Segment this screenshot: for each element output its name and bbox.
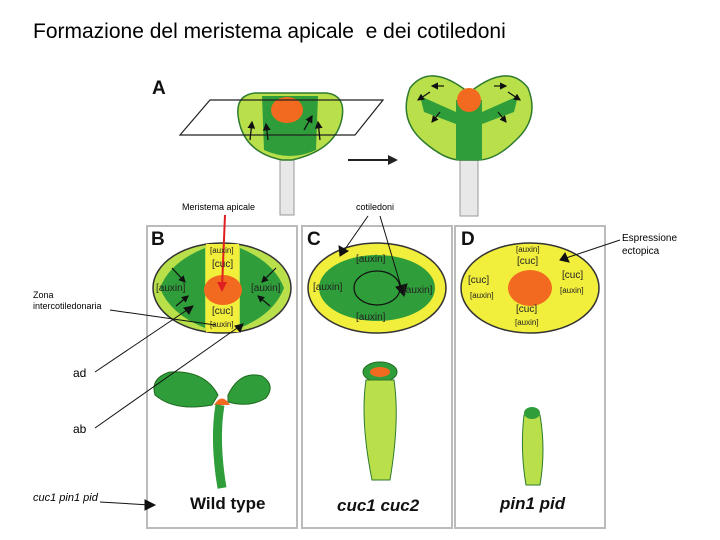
panel-b-cuc-top: [cuc] xyxy=(212,259,234,270)
panel-label-a: A xyxy=(152,78,166,99)
panel-label-d: D xyxy=(461,229,475,250)
panel-a-left-embryo xyxy=(178,92,385,216)
panel-d-auxin-left: [auxin] xyxy=(470,291,494,300)
caption-pin1-pid: pin1 pid xyxy=(500,494,566,513)
panel-d-cuc-left: [cuc] xyxy=(468,275,490,286)
label-genotype-left: cuc1 pin1 pid xyxy=(33,492,98,504)
panel-d-frame xyxy=(454,225,606,529)
panel-d-auxin-top: [auxin] xyxy=(516,245,540,254)
panel-d-auxin-bottom: [auxin] xyxy=(515,318,539,327)
panel-label-c: C xyxy=(307,229,321,250)
pointer-lines xyxy=(94,214,621,511)
panel-b-auxin-right: [auxin] xyxy=(251,283,281,294)
label-ad: ad xyxy=(73,366,87,380)
panel-b-frame xyxy=(146,225,298,529)
panel-a-right-embryo xyxy=(405,75,533,217)
panel-b-auxin-bottom: [auxin] xyxy=(210,320,234,329)
label-espressione-1: Espressione xyxy=(622,233,678,244)
panel-d-seedling xyxy=(521,407,544,486)
caption-cuc1-cuc2: cuc1 cuc2 xyxy=(337,496,420,515)
label-meristema-apicale: Meristema apicale xyxy=(182,202,256,212)
panel-a-transition-arrow xyxy=(348,155,398,165)
label-zona-2: intercotiledonaria xyxy=(33,301,102,311)
page-title: Formazione del meristema apicale e dei c… xyxy=(33,20,506,43)
label-cotiledoni: cotiledoni xyxy=(356,202,395,212)
panel-d-cuc-top: [cuc] xyxy=(517,256,539,267)
panel-b-auxin-left: [auxin] xyxy=(156,283,186,294)
panel-label-b: B xyxy=(151,229,165,250)
panel-c-auxin-top: [auxin] xyxy=(356,254,386,265)
panel-c-auxin-left: [auxin] xyxy=(313,282,343,293)
panel-d-cuc-right: [cuc] xyxy=(562,270,584,281)
panel-d-auxin-right: [auxin] xyxy=(560,286,584,295)
panel-b-cuc-bottom: [cuc] xyxy=(212,306,234,317)
panel-c-auxin-right: [auxin] xyxy=(403,285,433,296)
label-zona-1: Zona xyxy=(33,290,54,300)
caption-wild-type: Wild type xyxy=(190,494,266,513)
panel-d-cuc-bottom: [cuc] xyxy=(516,304,538,315)
label-espressione-2: ectopica xyxy=(622,246,660,257)
panel-d-oval xyxy=(460,242,600,334)
label-ab: ab xyxy=(73,422,87,436)
panel-c-seedling xyxy=(362,361,398,481)
panel-c-auxin-bottom: [auxin] xyxy=(356,312,386,323)
panel-c-frame xyxy=(301,225,453,529)
panel-b-seedling xyxy=(153,371,271,489)
panel-c-oval xyxy=(307,242,447,334)
panel-b-auxin-top: [auxin] xyxy=(210,246,234,255)
